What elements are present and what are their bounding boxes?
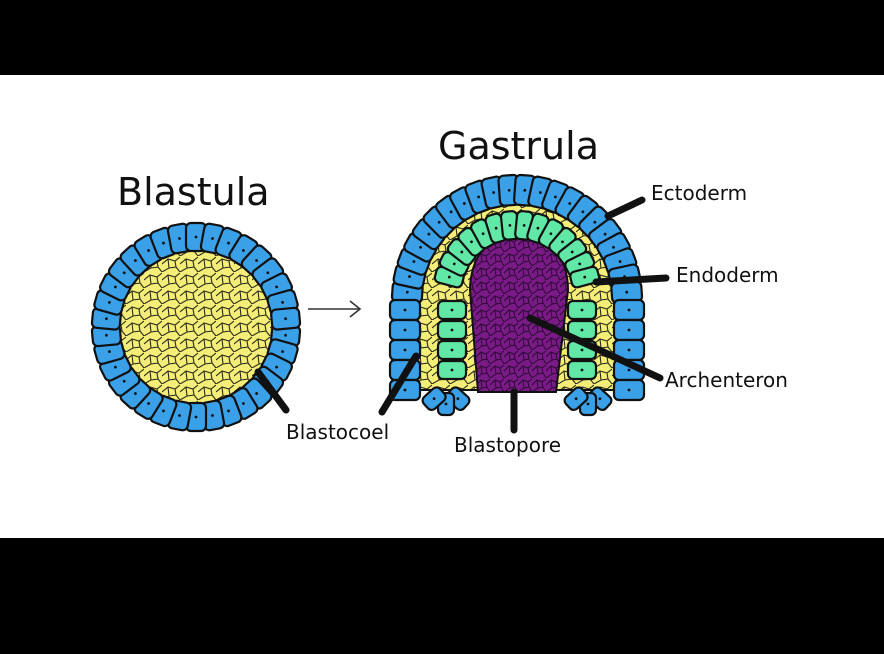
blastopore-label: Blastopore [454, 433, 562, 457]
blastocoel-leader-blastula [254, 368, 290, 414]
development-arrow-icon [308, 300, 362, 318]
blastocoel-leader-gastrula [378, 352, 420, 416]
ectoderm-label: Ectoderm [651, 181, 748, 205]
label-leader-lines [254, 196, 670, 434]
blastula-drawing [90, 221, 302, 433]
blastula-cell [270, 306, 302, 331]
ectoderm-cell [612, 378, 646, 402]
ectoderm-leader [604, 196, 646, 220]
endoderm-cell [436, 359, 468, 381]
endoderm-cell [566, 359, 598, 381]
ectoderm-cell [612, 318, 646, 342]
ectoderm-cell [563, 386, 589, 412]
endoderm-label: Endoderm [676, 263, 779, 287]
endoderm-cell [436, 299, 468, 321]
ectoderm-cell [612, 298, 646, 322]
endoderm-leader [592, 274, 670, 286]
archenteron-label: Archenteron [665, 368, 788, 392]
ectoderm-cell [421, 386, 447, 412]
blastocoel-label: Blastocoel [286, 420, 390, 444]
blastula-title: Blastula [117, 170, 270, 214]
archenteron-leader [526, 314, 664, 382]
ectoderm-cell [388, 298, 422, 322]
endoderm-cell [566, 299, 598, 321]
endoderm-cell [436, 319, 468, 341]
gastrula-drawing [388, 173, 646, 417]
ectoderm-cell [388, 318, 422, 342]
gastrula-title: Gastrula [438, 124, 599, 168]
endoderm-cell [436, 339, 468, 361]
endoderm-cell [569, 265, 601, 289]
